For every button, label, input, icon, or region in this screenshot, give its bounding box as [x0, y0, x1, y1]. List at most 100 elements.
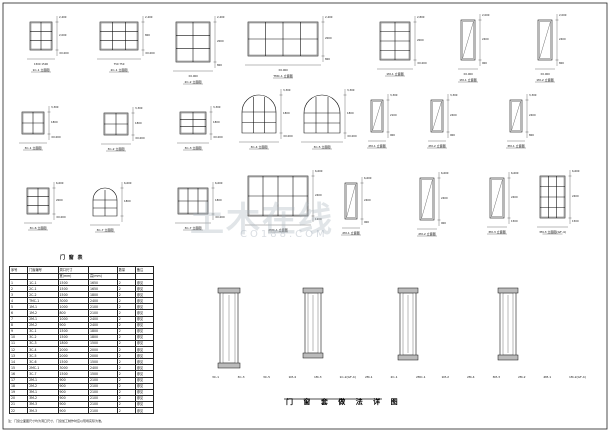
dimension-label: 900: [450, 133, 455, 137]
elevation-label: 1C-1 立面图: [33, 67, 50, 72]
detail-label: 3C-5: [263, 375, 270, 379]
dimension-label: 2,400: [325, 15, 333, 19]
detail-label: 2C-1: [391, 375, 398, 379]
dimension-label: 3,300: [390, 93, 398, 97]
dimension-label: 2400: [559, 37, 566, 41]
dimension-label: 1800: [347, 111, 354, 115]
detail-label: 1M-2(GF-4): [569, 375, 586, 379]
dimension-label: ±0.000: [540, 72, 550, 76]
dimension-label: 800: [559, 61, 564, 65]
dimension-label: 1500 1500: [34, 62, 48, 66]
elevation-label: 2MC-1 立面图: [268, 227, 288, 232]
detail-label: 2MC-1: [416, 375, 426, 379]
dimension-label: 900: [364, 220, 369, 224]
section-2: [302, 287, 324, 359]
elevation-19: 6,600 2400 1200 2MC-1 立面图: [245, 169, 323, 233]
dimension-label: 3,300: [51, 105, 59, 109]
table-cell: 参见: [134, 406, 155, 415]
elevation-label: 2C-2 立面图: [185, 79, 202, 84]
dimension-label: 2400: [315, 193, 322, 197]
dimension-label: 900: [482, 61, 487, 65]
dimension-label: 900: [441, 221, 446, 225]
dimension-label: 6,600: [511, 171, 519, 175]
detail-label: 2M-4: [467, 375, 475, 379]
detail-label: 3M-3: [493, 375, 501, 379]
elevation-label: 1M-1 立面图: [459, 77, 476, 82]
dimension-label: 2400: [450, 113, 457, 117]
dimension-label: ±0.000: [188, 74, 198, 78]
elevation-label: 3M-3 立面图: [488, 229, 505, 234]
dimension-label: ±0.000: [51, 135, 61, 139]
elevation-label: 2C-1 立面图: [111, 67, 128, 72]
dimension-label: ±0.000: [59, 51, 69, 55]
dimension-label: ±0.000: [417, 61, 427, 65]
detail-label: 2M-2: [518, 375, 526, 379]
dimension-label: 6,600: [124, 181, 132, 185]
detail-label: 1M-4: [289, 375, 297, 379]
dimension-label: 1800: [124, 199, 131, 203]
elevation-label: 1M-2 立面图: [536, 77, 553, 82]
detail-label: 1M-2: [442, 375, 450, 379]
elevation-label: 3C-1 立面图: [25, 145, 42, 150]
dimension-label: 2400: [572, 194, 579, 198]
dimension-label: 1800: [283, 111, 290, 115]
dimension-label: 2100: [390, 113, 397, 117]
dimension-label: 2400: [482, 37, 489, 41]
dimension-label: ±0.000: [283, 134, 293, 138]
dimension-label: ±0.000: [347, 134, 357, 138]
table-cell: 3M-3: [27, 406, 59, 415]
dimension-label: 2,400: [59, 15, 67, 19]
dimension-label: 2,000: [559, 13, 567, 17]
elevation-label: 2M-2 立面图: [428, 143, 445, 148]
dimension-label: ±0.000: [278, 68, 288, 72]
elevation-label: 3C-7 立面图: [185, 225, 202, 230]
dimension-label: 2,000: [482, 13, 490, 17]
table-title: 门 窗 表: [60, 255, 84, 261]
dimension-label: 3,300: [213, 105, 221, 109]
table-cell: 900: [57, 406, 89, 415]
dimension-label: 3,300: [450, 93, 458, 97]
dimension-label: 6,600: [441, 171, 449, 175]
dimension-label: 6,600: [315, 169, 323, 173]
dimension-label: 1200: [315, 217, 322, 221]
elevation-17: 6,600 1800 3C-7 立面图: [90, 181, 132, 233]
elevation-label: TMC-1 立面图: [272, 73, 292, 78]
dimension-label: 1800: [213, 120, 220, 124]
detail-label: 3C-1: [212, 375, 219, 379]
dimension-label: 800: [529, 133, 534, 137]
elevation-label: 3C-3 立面图: [185, 145, 202, 150]
dimension-label: ±0.000: [215, 215, 225, 219]
dimension-label: 3,300: [283, 88, 291, 92]
dimension-label: 3,300: [135, 106, 143, 110]
detail-label: 1C-2(GF-4): [340, 375, 356, 379]
dimension-label: 2,800: [417, 15, 425, 19]
elevation-label: 3C-7 立面图: [97, 227, 114, 232]
dimension-label: ±0.000: [56, 215, 66, 219]
watermark-sub: CO188.COM: [240, 229, 328, 240]
elevation-label: 3C-6 立面图: [30, 225, 47, 230]
dimension-label: 6,600: [215, 181, 223, 185]
elevation-label: 3C-2 立面图: [108, 146, 125, 151]
dimension-label: 2400: [511, 195, 518, 199]
dimension-label: 900: [390, 133, 395, 137]
dimension-label: 2000: [325, 36, 332, 40]
detail-label: ZM-1: [544, 375, 552, 379]
dimension-label: ±0.000: [145, 51, 155, 55]
